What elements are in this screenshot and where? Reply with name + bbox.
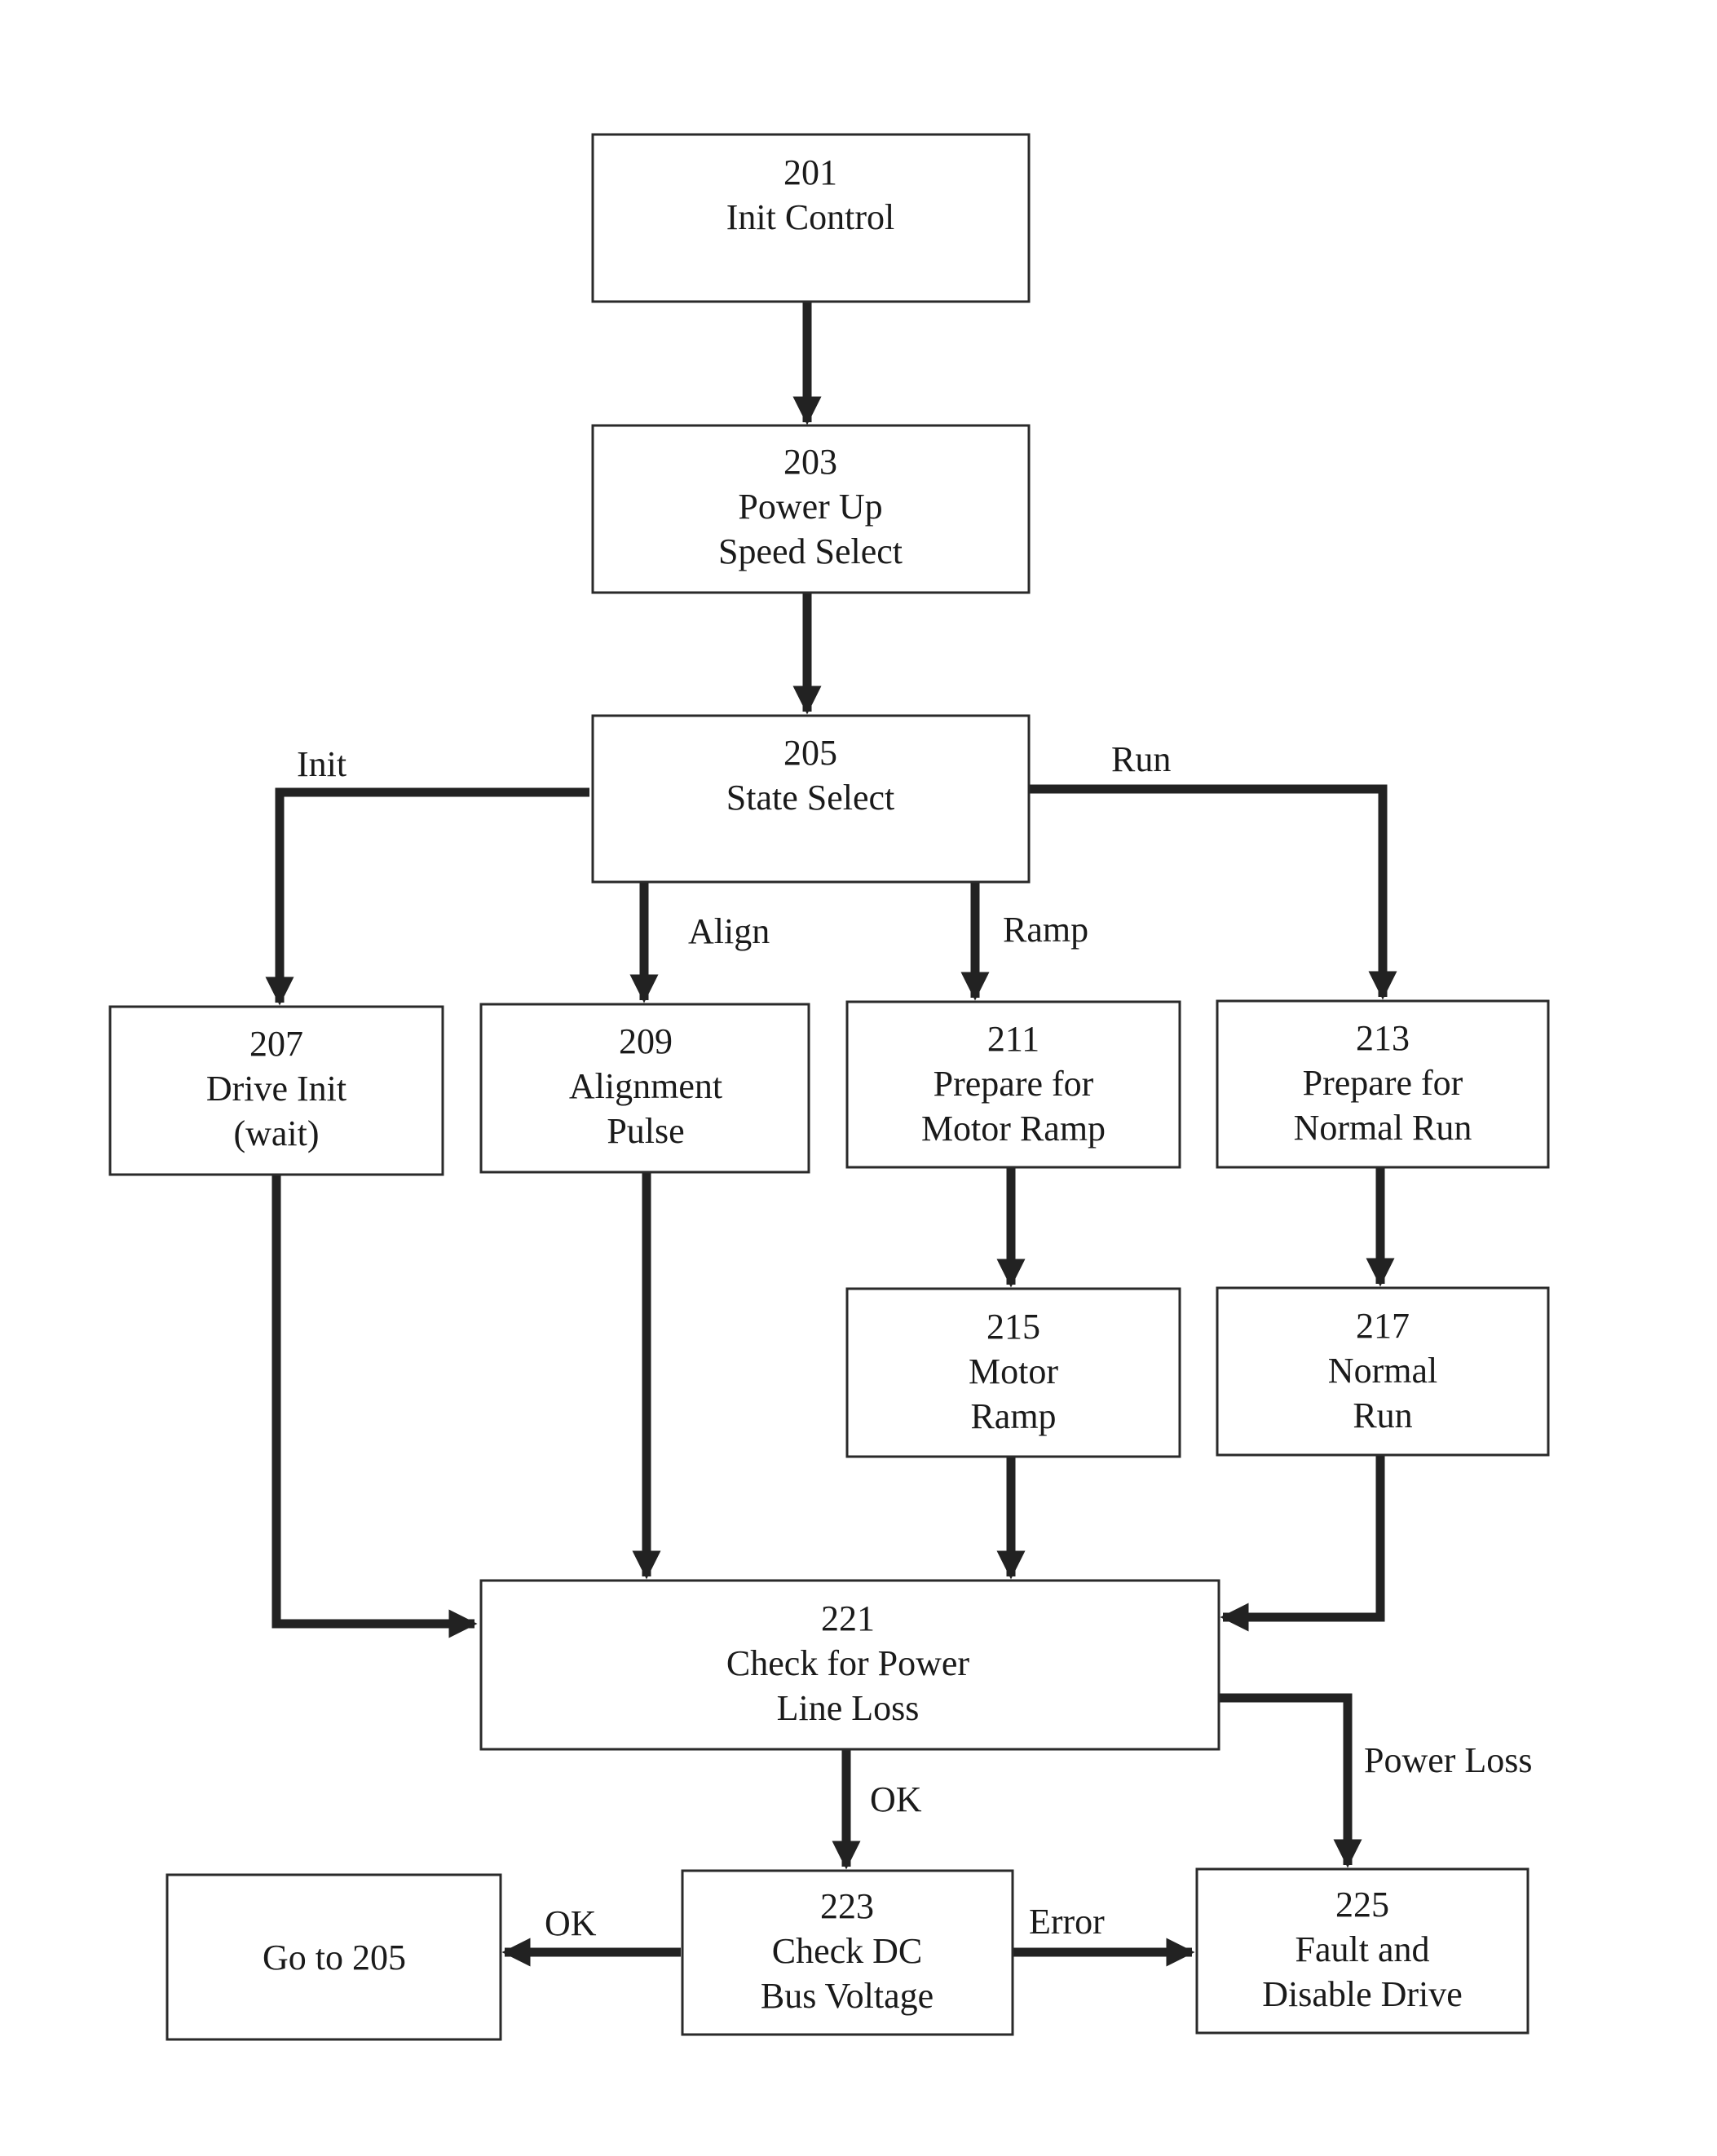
box-201-number: 201	[783, 152, 837, 192]
box-221-line-1: Check for Power	[726, 1643, 969, 1683]
box-225-line-1: Fault and	[1295, 1929, 1430, 1969]
box-213-line-1: Prepare for	[1303, 1063, 1463, 1103]
label-init: Init	[297, 744, 346, 784]
box-223-line-1: Check DC	[772, 1931, 923, 1971]
box-203-line-1: Power Up	[738, 487, 882, 527]
box-213: 213 Prepare for Normal Run	[1217, 1001, 1548, 1167]
box-207: 207 Drive Init (wait)	[110, 1007, 443, 1175]
box-205-line-1: State Select	[726, 778, 895, 818]
box-223-number: 223	[820, 1886, 874, 1926]
box-221-line-2: Line Loss	[777, 1688, 920, 1728]
box-201: 201 Init Control	[593, 134, 1029, 302]
box-223: 223 Check DC Bus Voltage	[682, 1871, 1013, 2035]
box-201-line-1: Init Control	[726, 197, 895, 237]
arrow-205-to-213	[1029, 789, 1383, 997]
label-ok-left: OK	[545, 1903, 597, 1943]
label-ok-down: OK	[870, 1779, 922, 1819]
box-215: 215 Motor Ramp	[847, 1289, 1180, 1457]
box-223-line-2: Bus Voltage	[761, 1976, 934, 2016]
box-225-number: 225	[1335, 1885, 1389, 1925]
label-ramp: Ramp	[1003, 910, 1088, 950]
label-align: Align	[688, 911, 770, 951]
box-207-number: 207	[249, 1024, 303, 1064]
box-209-line-1: Alignment	[569, 1066, 722, 1106]
box-213-line-2: Normal Run	[1294, 1108, 1472, 1148]
arrow-217-to-221	[1223, 1455, 1380, 1617]
box-217-number: 217	[1356, 1306, 1410, 1346]
arrow-205-to-207	[280, 792, 589, 1003]
box-215-line-2: Ramp	[970, 1396, 1056, 1436]
label-power-loss: Power Loss	[1364, 1740, 1533, 1780]
box-215-number: 215	[987, 1307, 1040, 1347]
box-203-line-2: Speed Select	[718, 531, 903, 571]
box-203-number: 203	[783, 442, 837, 482]
box-225: 225 Fault and Disable Drive	[1197, 1869, 1528, 2033]
box-215-line-1: Motor	[969, 1351, 1058, 1391]
box-209-line-2: Pulse	[607, 1111, 684, 1151]
box-209-number: 209	[619, 1021, 673, 1061]
box-203: 203 Power Up Speed Select	[593, 425, 1029, 593]
box-209: 209 Alignment Pulse	[481, 1004, 809, 1172]
box-211-line-2: Motor Ramp	[921, 1109, 1106, 1149]
box-211: 211 Prepare for Motor Ramp	[847, 1002, 1180, 1167]
box-211-line-1: Prepare for	[934, 1064, 1094, 1104]
box-217: 217 Normal Run	[1217, 1288, 1548, 1455]
box-207-line-1: Drive Init	[206, 1069, 346, 1109]
box-225-line-2: Disable Drive	[1262, 1974, 1463, 2014]
box-goto-205: Go to 205	[167, 1875, 501, 2039]
box-221-number: 221	[821, 1598, 875, 1638]
arrow-221-to-225	[1217, 1698, 1348, 1865]
label-run: Run	[1111, 739, 1171, 779]
box-goto-205-line-1: Go to 205	[263, 1938, 406, 1977]
arrow-207-to-221	[276, 1175, 474, 1624]
box-207-line-2: (wait)	[233, 1113, 319, 1153]
box-211-number: 211	[987, 1019, 1039, 1059]
box-221: 221 Check for Power Line Loss	[481, 1581, 1219, 1749]
box-205-number: 205	[783, 733, 837, 773]
box-217-line-2: Run	[1353, 1395, 1412, 1435]
box-217-line-1: Normal	[1328, 1351, 1437, 1391]
box-205: 205 State Select	[593, 716, 1029, 882]
box-213-number: 213	[1356, 1018, 1410, 1058]
label-error: Error	[1029, 1902, 1105, 1942]
